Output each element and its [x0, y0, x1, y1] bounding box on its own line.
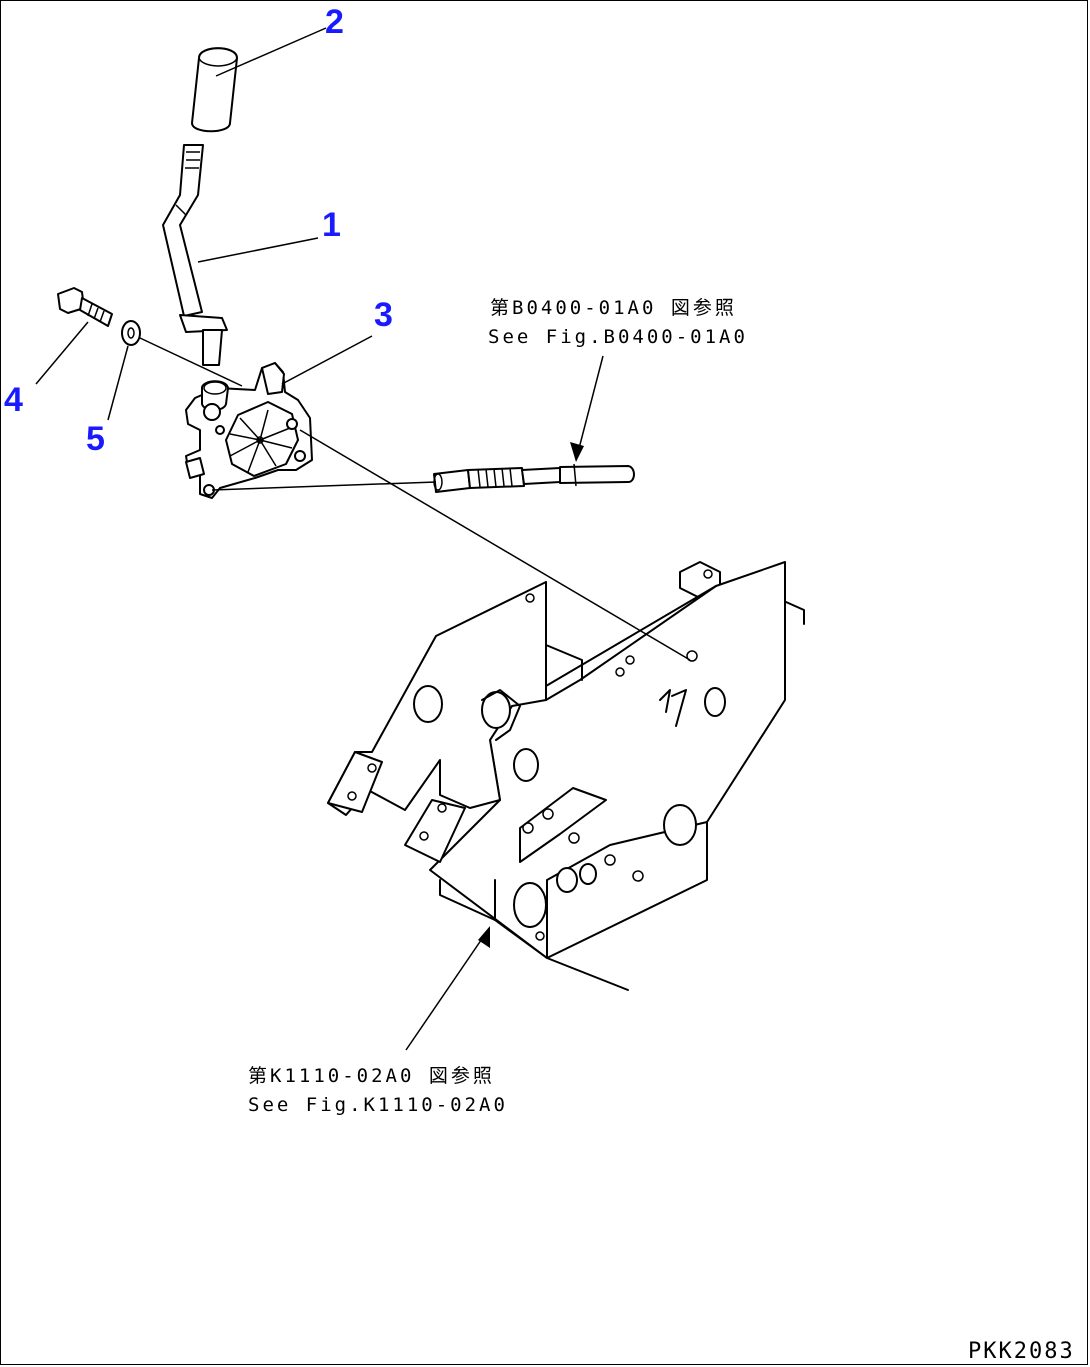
- callout-1: 1: [322, 206, 341, 244]
- reference-lower-jp: 第K1110-02A0 図参照: [248, 1065, 495, 1087]
- callout-4: 4: [4, 381, 23, 419]
- bolt-part: [57, 287, 113, 327]
- drawing-code: PKK2083: [968, 1339, 1075, 1364]
- grip-part: [191, 47, 238, 133]
- reference-lower-en: See Fig.K1110-02A0: [248, 1094, 508, 1116]
- lever-part: [162, 144, 228, 366]
- callout-3: 3: [374, 296, 393, 334]
- reference-upper-en: See Fig.B0400-01A0: [488, 326, 748, 348]
- leader-lines: [35, 27, 691, 1051]
- valve-part: [185, 362, 313, 499]
- callout-2: 2: [325, 3, 344, 41]
- control-cable: [433, 463, 635, 493]
- washer-part: [121, 320, 141, 346]
- reference-upper-jp: 第B0400-01A0 図参照: [490, 297, 737, 319]
- mounting-frame: [327, 561, 805, 991]
- callout-5: 5: [86, 420, 105, 458]
